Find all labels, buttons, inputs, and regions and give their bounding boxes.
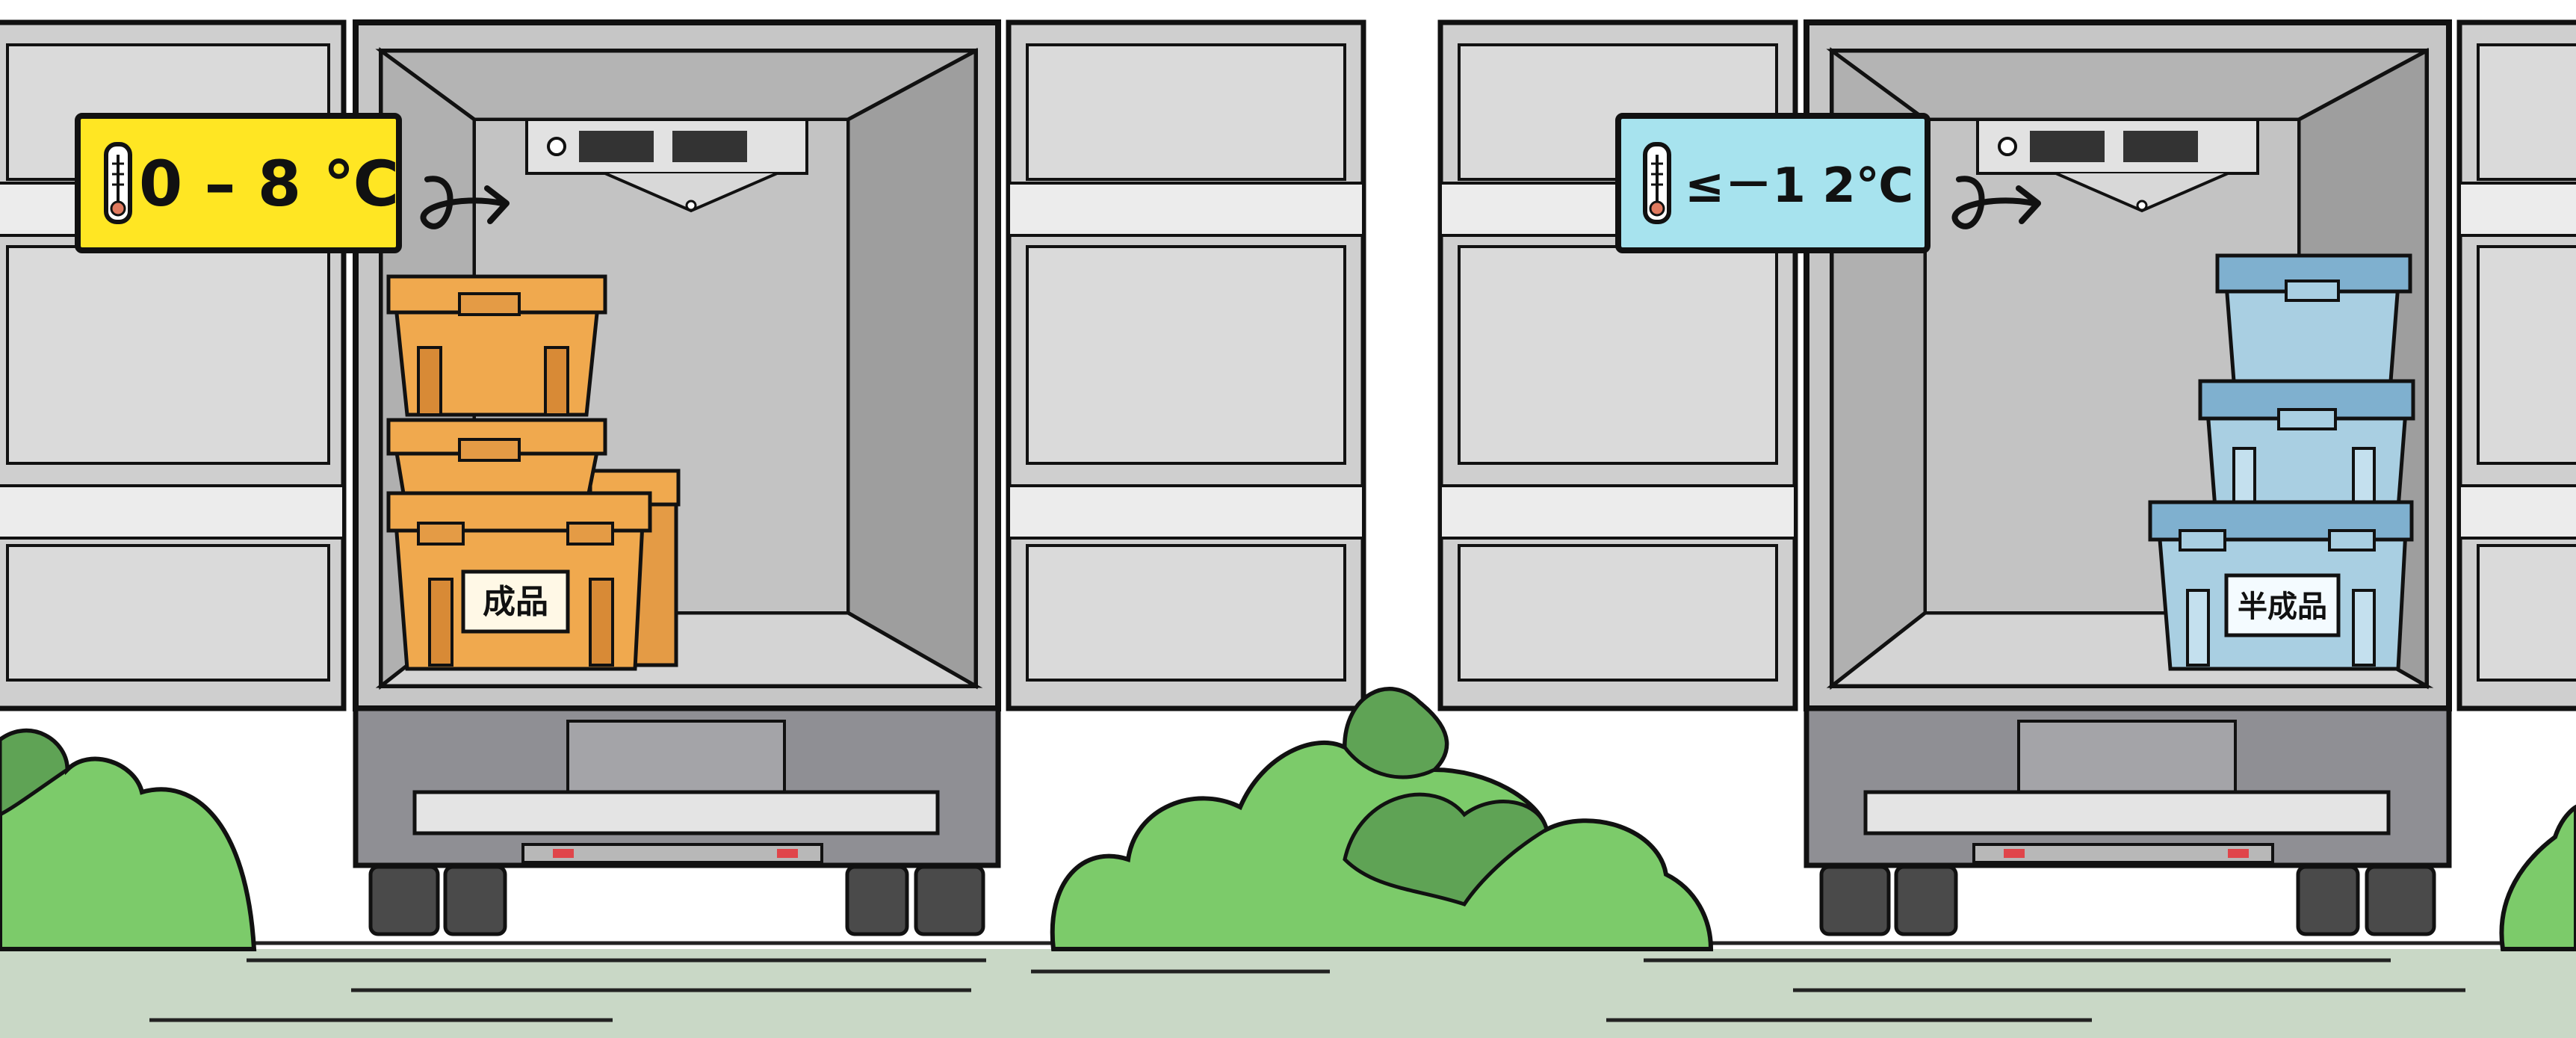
- right-truck-chassis: [1806, 708, 2449, 934]
- right-temperature-text: ≤－1 2℃: [1685, 158, 1913, 214]
- thermometer-icon: [106, 144, 130, 222]
- semi-finished-goods-label: 半成品: [2238, 590, 2327, 624]
- ground: [0, 949, 2576, 1038]
- thermometer-icon: [1645, 144, 1669, 222]
- finished-goods-label: 成品: [483, 583, 548, 621]
- right-truck: 半成品 ≤－1 2℃: [1440, 22, 2576, 934]
- left-truck: 成品 0 – 8 ℃: [0, 22, 1363, 934]
- left-temperature-text: 0 – 8 ℃: [139, 147, 399, 220]
- left-truck-chassis: [356, 708, 998, 934]
- left-temperature-badge: 0 – 8 ℃: [78, 116, 399, 250]
- right-truck-right-door: [2459, 22, 2576, 708]
- right-temperature-badge: ≤－1 2℃: [1618, 116, 1928, 250]
- left-truck-right-door: [1009, 22, 1363, 708]
